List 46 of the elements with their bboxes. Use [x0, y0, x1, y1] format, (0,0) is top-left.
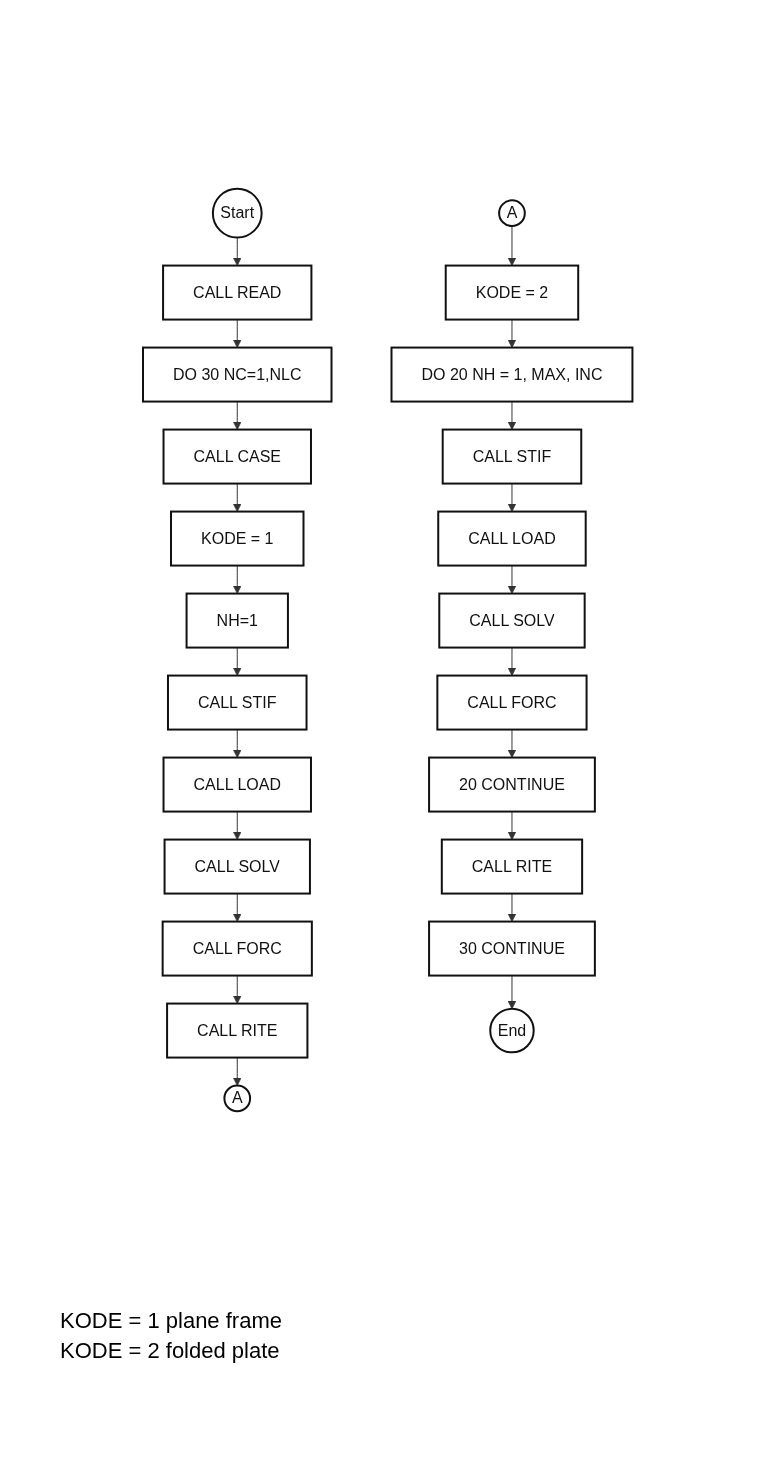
node-circle: A — [497, 199, 526, 227]
node-circle: End — [489, 1007, 535, 1054]
node-box: 30 CONTINUE — [427, 920, 596, 977]
note-text: KODE = 1 plane frame — [60, 1308, 283, 1334]
arrow — [507, 647, 517, 676]
arrow — [232, 1057, 242, 1086]
node-circle: A — [223, 1084, 251, 1113]
arrow — [507, 565, 517, 594]
node-box: CALL CASE — [162, 428, 312, 485]
arrow — [507, 893, 517, 922]
arrow — [232, 319, 242, 348]
arrow — [507, 225, 517, 266]
node-box: CALL RITE — [165, 1002, 309, 1059]
node-box: CALL READ — [161, 264, 313, 321]
node-box: CALL LOAD — [437, 510, 587, 567]
node-box: 20 CONTINUE — [427, 756, 596, 813]
note-text: KODE = 2 folded plate — [60, 1338, 281, 1364]
arrow — [232, 811, 242, 840]
arrow — [507, 319, 517, 348]
arrow — [232, 401, 242, 430]
node-box: CALL FORC — [436, 674, 588, 731]
node-circle: Start — [211, 187, 263, 239]
node-box: KODE = 1 — [169, 510, 305, 567]
arrow — [507, 483, 517, 512]
node-box: CALL STIF — [441, 428, 582, 485]
arrow — [232, 237, 242, 266]
arrow — [507, 729, 517, 758]
arrow — [232, 893, 242, 922]
arrow — [232, 729, 242, 758]
node-box: CALL STIF — [166, 674, 308, 731]
arrow — [507, 401, 517, 430]
node-box: CALL LOAD — [162, 756, 312, 813]
node-box: CALL SOLV — [438, 592, 586, 649]
arrow — [232, 975, 242, 1004]
arrow — [507, 975, 517, 1010]
node-box: DO 20 NH = 1, MAX, INC — [390, 346, 634, 403]
arrow — [232, 483, 242, 512]
node-box: NH=1 — [185, 592, 289, 649]
arrow — [507, 811, 517, 840]
node-box: CALL SOLV — [163, 838, 311, 895]
node-box: CALL RITE — [440, 838, 583, 895]
node-box: DO 30 NC=1,NLC — [141, 346, 333, 403]
node-box: CALL FORC — [161, 920, 313, 977]
arrow — [232, 647, 242, 676]
node-box: KODE = 2 — [444, 264, 579, 321]
arrow — [232, 565, 242, 594]
